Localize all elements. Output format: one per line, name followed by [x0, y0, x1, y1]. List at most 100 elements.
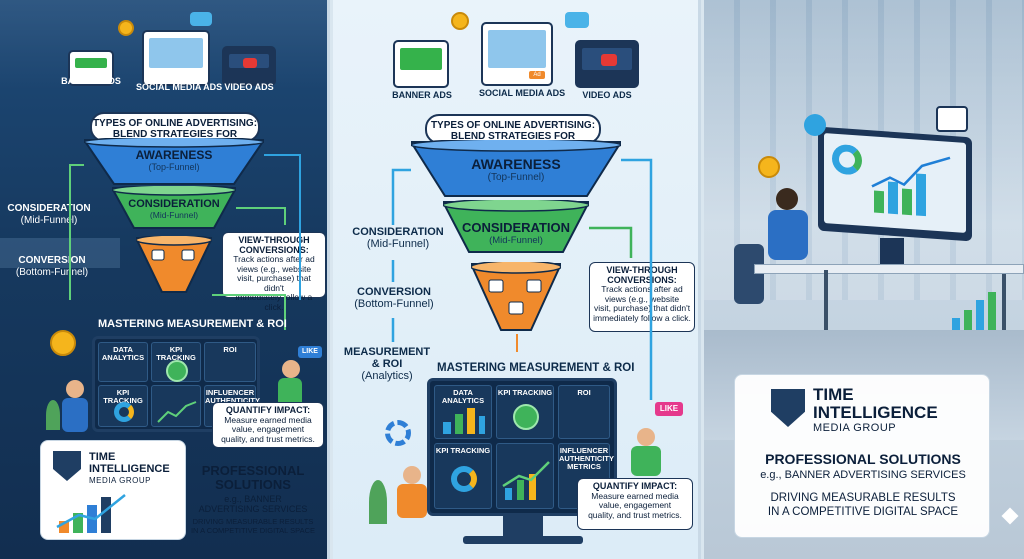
quantify-body-1: Measure earned media [224, 414, 312, 425]
mid-view-through-body-1: Track actions after ad [601, 284, 683, 294]
view-through-note: VIEW-THROUGH CONVERSIONS: Track actions … [222, 232, 326, 311]
quantify-body-2: value, engagement [231, 424, 305, 434]
awareness-funnel [84, 138, 264, 185]
mid-tile-data-analytics-label: DATA ANALYTICS [441, 388, 485, 405]
office-thumbs-up-icon [804, 114, 826, 136]
mid-banner-ads-label: BANNER ADS [392, 90, 452, 100]
mid-video-ad-card [575, 40, 639, 88]
mid-tile-influencer-line3: METRICS [567, 462, 601, 471]
mid-donut-chart-icon [451, 466, 477, 492]
mid-consideration-sub-label: (Mid-Funnel) [489, 235, 543, 246]
mid-side-consideration-sub: (Mid-Funnel) [366, 238, 430, 250]
right-shield-logo-icon [771, 389, 805, 427]
quantify-title: QUANTIFY IMPACT: [225, 405, 311, 415]
office-bar-chart-icon [952, 292, 996, 332]
tile-kpi-tracking-2: KPI TRACKING [98, 385, 148, 427]
mid-social-media-ads-label: SOCIAL MEDIA ADS [479, 88, 566, 98]
tile-influencer-line2: AUTHENTICITY [205, 396, 260, 405]
right-prof-sub: e.g., BANNER ADVERTISING SERVICES [760, 469, 966, 481]
side-conversion-sub: (Bottom-Funnel) [15, 267, 89, 278]
banner-ad-card [68, 50, 114, 86]
mid-awareness-label: AWARENESS [471, 156, 561, 172]
dollar-coin-icon [50, 330, 76, 356]
mid-view-through-body-3: visit, purchase) that didn't [593, 303, 691, 313]
left-prof-title-1: PROFESSIONAL [201, 463, 305, 478]
side-consideration-label: CONSIDERATION [7, 203, 91, 214]
mid-social-ad-tag: Ad [529, 71, 545, 79]
mid-chat-bubble-icon [565, 12, 589, 28]
view-through-body-1: Track actions after ad [233, 254, 315, 264]
mid-view-through-title-1: VIEW-THROUGH [606, 265, 678, 275]
mid-banner-ad-card [393, 40, 449, 88]
mid-plant-icon [369, 480, 387, 524]
right-prof-title: PROFESSIONAL SOLUTIONS [765, 451, 961, 467]
tile-roi-chart [151, 360, 201, 427]
office-monitor-stand [880, 238, 904, 268]
view-through-title-2: CONVERSIONS: [239, 244, 309, 255]
types-banner-line1: TYPES OF ONLINE ADVERTISING: [92, 118, 258, 129]
office-person-head [776, 188, 798, 210]
mid-side-measurement-roi: & ROI [371, 358, 403, 370]
video-ad-card [222, 46, 276, 86]
social-ad-image-icon [149, 38, 203, 68]
office-desk [754, 264, 1024, 274]
left-professional-block: PROFESSIONAL SOLUTIONS e.g., BANNER ADVE… [180, 463, 326, 536]
tile-data-analytics: DATA ANALYTICS [98, 342, 148, 382]
left-prof-tag-2: IN A COMPETITIVE DIGITAL SPACE [190, 526, 316, 535]
mastering-title: MASTERING MEASUREMENT & ROI [98, 318, 287, 330]
line-chart-icon [157, 401, 197, 423]
view-through-title-1: VIEW-THROUGH [238, 235, 310, 245]
mid-play-icon [601, 54, 617, 66]
mid-line-chart-icon [502, 461, 550, 500]
social-media-ads-label: SOCIAL MEDIA ADS [136, 82, 223, 92]
mid-awareness-sub-label: (Top-Funnel) [487, 172, 545, 183]
mid-quantify-body-2: value, engagement [598, 500, 672, 510]
office-monitor [818, 126, 972, 242]
right-logo-intelligence: INTELLIGENCE [813, 403, 938, 422]
mid-side-conversion-sub: (Bottom-Funnel) [354, 298, 434, 310]
banner-ad-image [75, 58, 107, 68]
mid-side-measurement-label: MEASUREMENT [343, 346, 431, 358]
sparkle-icon [1001, 507, 1019, 525]
left-logo-media-group: MEDIA GROUP [89, 476, 151, 485]
banner-ads-label: BANNER ADS [61, 76, 121, 86]
mid-flow-arrows [391, 158, 653, 400]
analyst-head [66, 380, 84, 398]
office-desk-leg-2 [1002, 274, 1006, 330]
flow-arrows [69, 154, 301, 330]
left-prof-sub-1: e.g., BANNER [224, 494, 282, 504]
right-prof-tag-1: DRIVING MEASURABLE RESULTS [770, 492, 956, 504]
video-ads-label: VIDEO ADS [224, 82, 274, 92]
mid-social-ad-image-icon [488, 30, 546, 68]
quantify-impact-note: QUANTIFY IMPACT: Measure earned media va… [212, 402, 324, 448]
left-prof-title-2: SOLUTIONS [215, 477, 291, 492]
conversion-funnel [136, 236, 212, 293]
consideration-funnel [112, 186, 236, 229]
mid-coin-icon [451, 12, 469, 30]
tile-roi-label: ROI [223, 345, 237, 354]
screen-donut-chart-icon [832, 143, 862, 176]
awareness-sub-label: (Top-Funnel) [148, 162, 200, 172]
mid-consideration-funnel [443, 200, 589, 253]
office-person-body [768, 210, 808, 260]
left-logo-bar-chart [56, 494, 126, 533]
monitor-base [463, 536, 583, 544]
mid-side-conversion-label: CONVERSION [357, 286, 431, 298]
mid-types-banner-line1: TYPES OF ONLINE ADVERTISING: [430, 120, 596, 131]
influencer-head [282, 360, 300, 378]
view-through-body-2: views (e.g., website [236, 263, 312, 274]
mid-mastering-title: MASTERING MEASUREMENT & ROI [437, 362, 635, 374]
mid-banner-ad-image [400, 48, 442, 70]
mid-side-consideration-label: CONSIDERATION [352, 226, 444, 238]
mid-view-through-body-2: views (e.g., website [604, 293, 680, 304]
shield-logo-icon [53, 451, 81, 481]
play-icon [243, 58, 257, 68]
chat-bubble-icon [190, 12, 212, 26]
office-chart-card-icon [936, 106, 968, 132]
mid-social-ad-card: Ad [481, 22, 553, 86]
mid-influencer-body [631, 446, 661, 476]
social-media-ad-card [142, 30, 210, 86]
left-logo-intelligence: INTELLIGENCE [89, 463, 170, 475]
mid-tile-kpi-tracking-2-label: KPI TRACKING [435, 446, 491, 455]
mid-influencer-head [637, 428, 655, 446]
